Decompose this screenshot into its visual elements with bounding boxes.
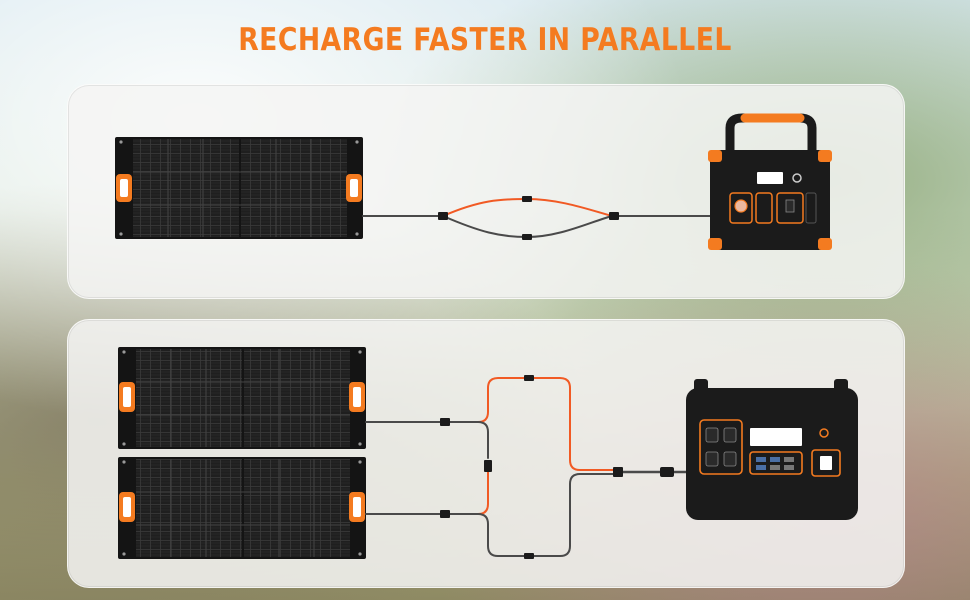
solar-panel-bottom-upper — [118, 347, 366, 449]
solar-panel-bottom-lower — [118, 457, 366, 559]
cable-bottom — [365, 377, 690, 557]
cable-top — [362, 197, 741, 239]
page-title: RECHARGE FASTER IN PARALLEL — [238, 22, 732, 58]
power-station-bottom — [686, 379, 858, 520]
mc4-connector — [440, 375, 674, 559]
mc4-connector — [438, 196, 619, 240]
power-station-top — [708, 113, 832, 250]
solar-panel-top — [115, 137, 363, 239]
